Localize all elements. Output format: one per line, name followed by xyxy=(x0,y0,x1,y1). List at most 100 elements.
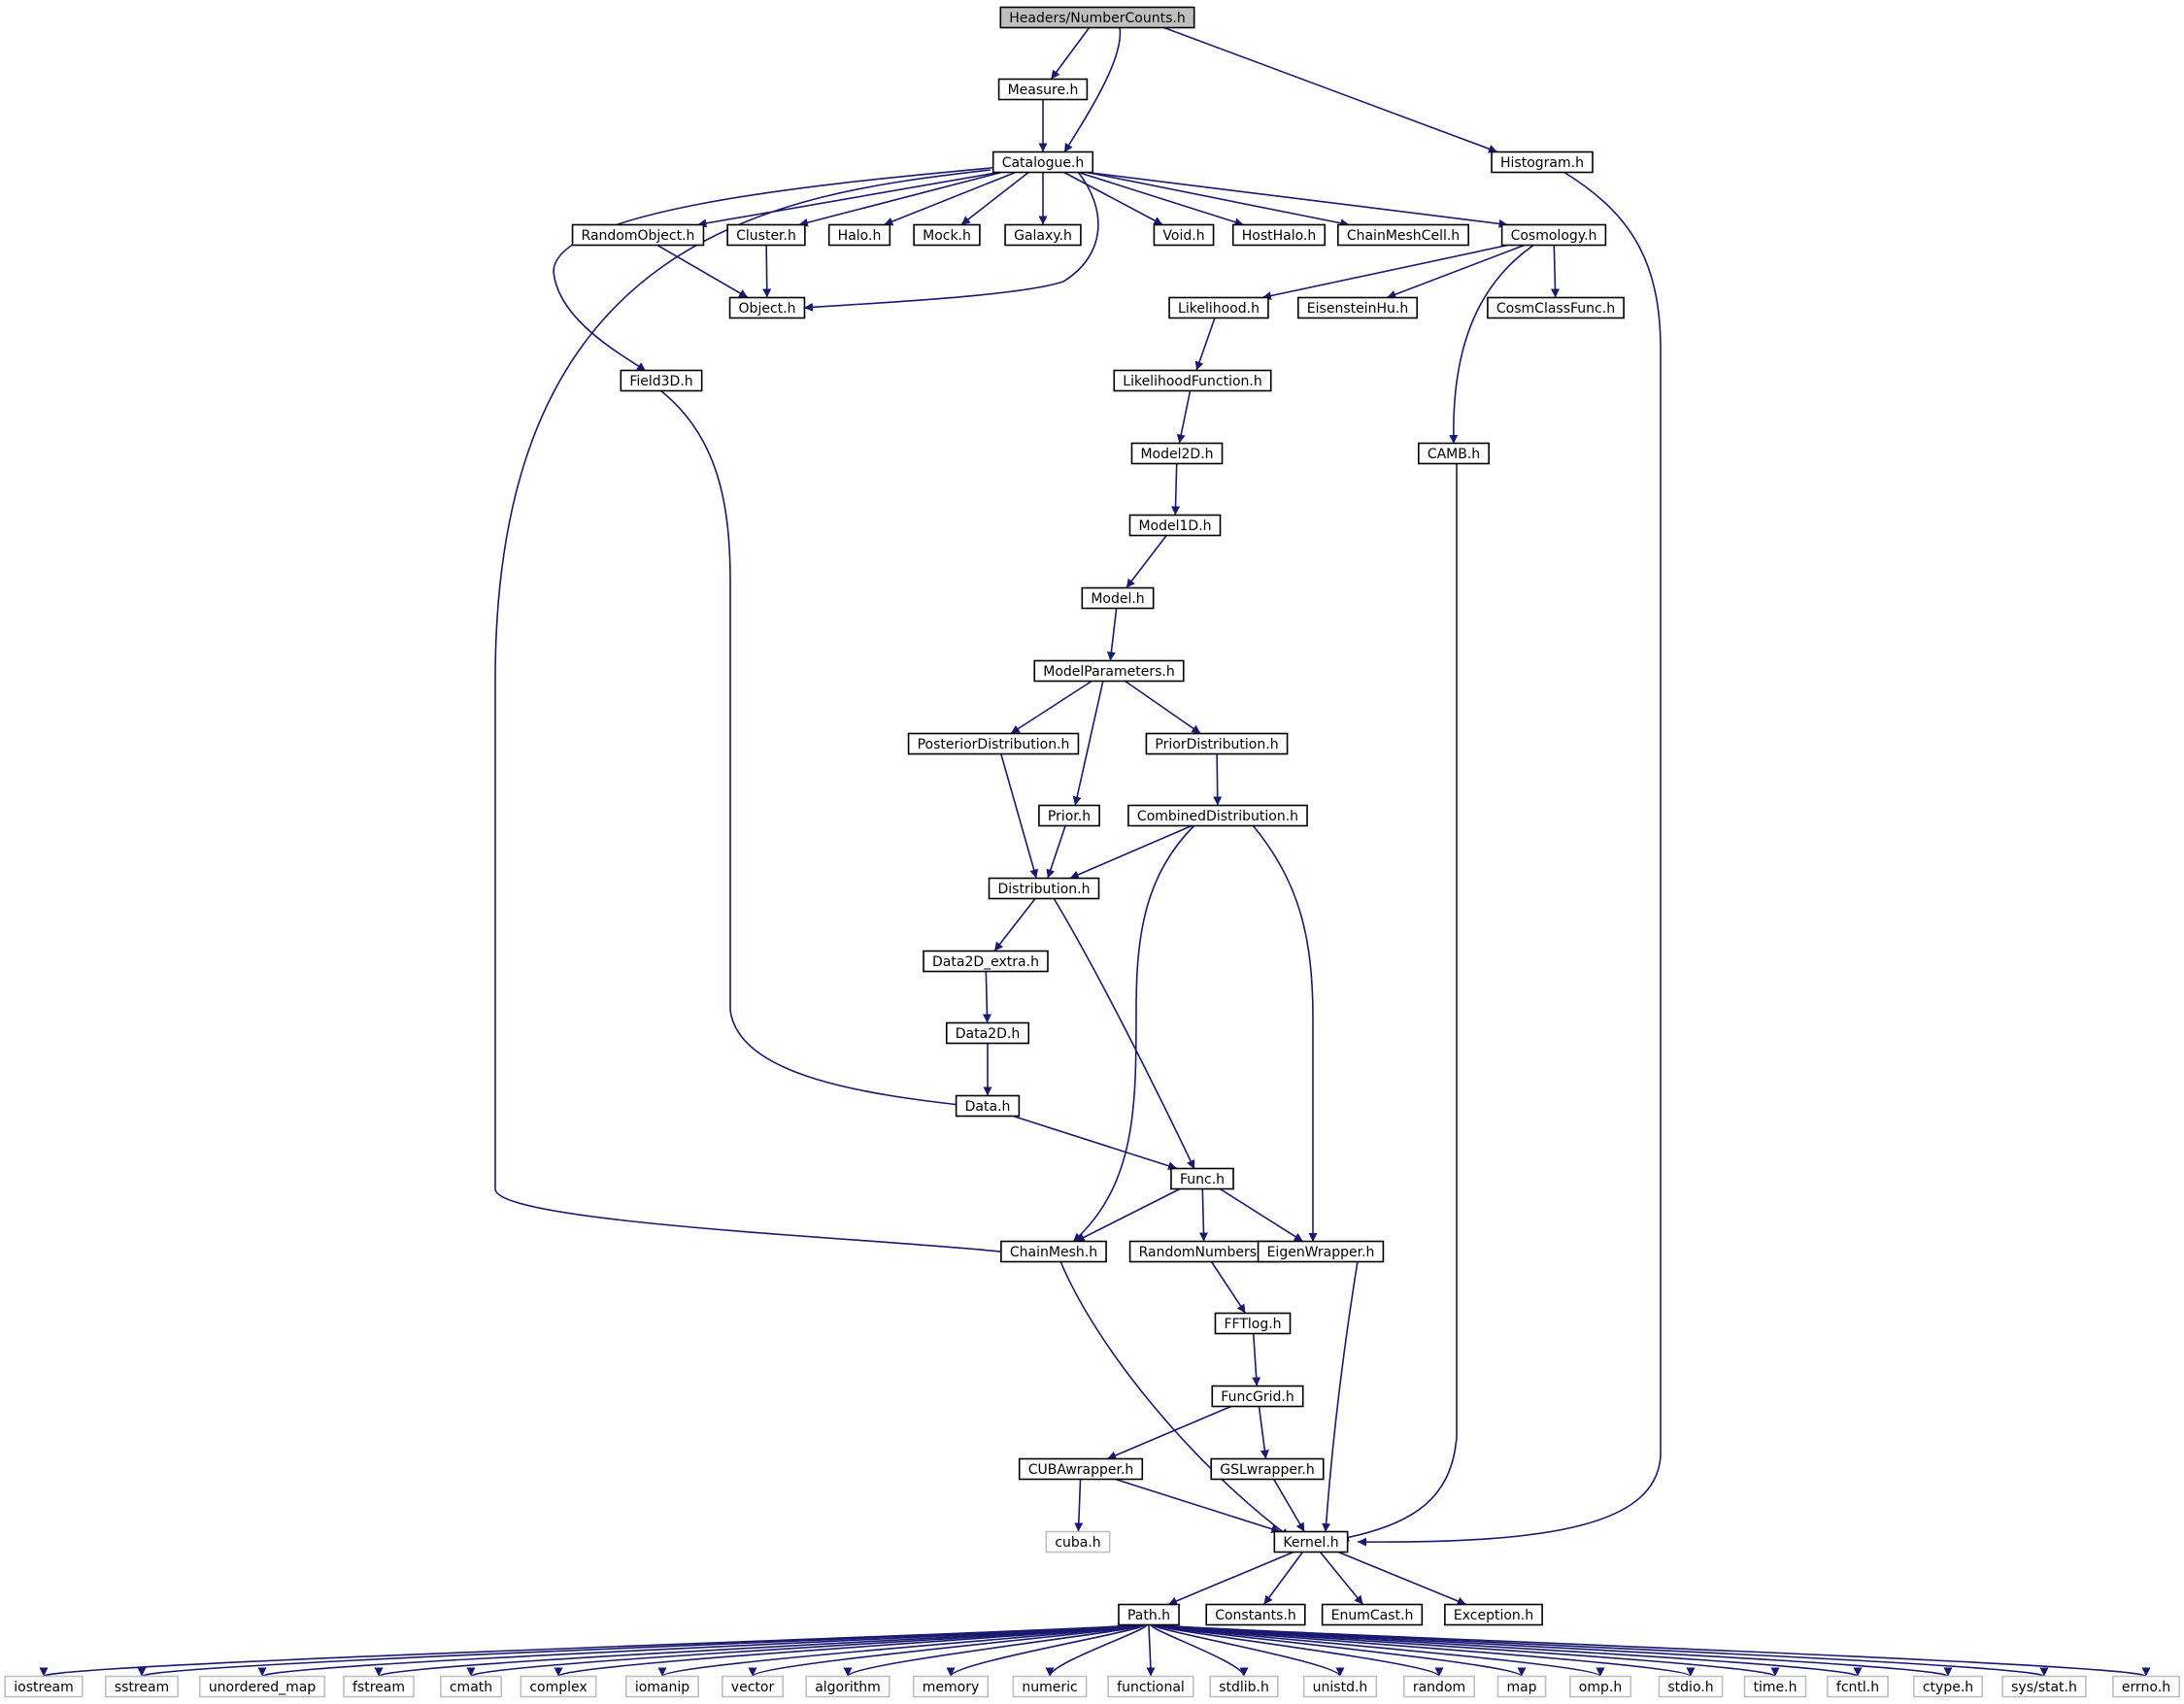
edge-cosmology-to-cosmclassfunc xyxy=(1550,245,1560,298)
node-complex[interactable]: complex xyxy=(520,1675,597,1698)
node-cosmclassfunc[interactable]: CosmClassFunc.h xyxy=(1487,296,1625,319)
node-label: cuba.h xyxy=(1055,1535,1100,1551)
node-functional[interactable]: functional xyxy=(1107,1675,1194,1698)
edge-kernel-to-constants xyxy=(1262,1552,1304,1605)
node-fstream[interactable]: fstream xyxy=(343,1675,415,1698)
node-model1d[interactable]: Model1D.h xyxy=(1128,514,1222,537)
node-funcgrid[interactable]: FuncGrid.h xyxy=(1211,1385,1304,1408)
node-label: Field3D.h xyxy=(629,374,692,389)
node-model2d[interactable]: Model2D.h xyxy=(1130,442,1224,465)
node-label: PriorDistribution.h xyxy=(1155,737,1278,752)
node-cuba[interactable]: cuba.h xyxy=(1045,1530,1111,1554)
node-box xyxy=(1273,1530,1349,1554)
node-eisensteinhu[interactable]: EisensteinHu.h xyxy=(1296,296,1419,319)
node-box xyxy=(1000,1240,1107,1263)
node-unordered-map[interactable]: unordered_map xyxy=(199,1675,325,1698)
node-fcntl[interactable]: fcntl.h xyxy=(1827,1675,1889,1698)
node-posteriordistribution[interactable]: PosteriorDistribution.h xyxy=(907,732,1080,755)
node-randomobject[interactable]: RandomObject.h xyxy=(571,223,705,247)
node-hosthalo[interactable]: HostHalo.h xyxy=(1231,223,1327,247)
node-histogram[interactable]: Histogram.h xyxy=(1491,150,1594,174)
node-path[interactable]: Path.h xyxy=(1118,1603,1180,1626)
node-iomanip[interactable]: iomanip xyxy=(625,1675,699,1698)
node-memory[interactable]: memory xyxy=(912,1675,990,1698)
node-cubawrapper[interactable]: CUBAwrapper.h xyxy=(1018,1457,1144,1481)
node-model[interactable]: Model.h xyxy=(1081,586,1155,610)
node-camb[interactable]: CAMB.h xyxy=(1418,442,1490,465)
node-eigenwrapper[interactable]: EigenWrapper.h xyxy=(1257,1240,1385,1263)
edges-layer xyxy=(40,26,2150,1678)
node-random[interactable]: random xyxy=(1403,1675,1475,1698)
node-func[interactable]: Func.h xyxy=(1170,1167,1234,1190)
node-data2d[interactable]: Data2D.h xyxy=(945,1021,1030,1045)
edge-root-to-catalogue xyxy=(1063,26,1122,153)
edge-modelparameters-to-prior xyxy=(1072,681,1104,806)
node-label: RandomNumbers.h xyxy=(1139,1245,1270,1260)
node-label: Model.h xyxy=(1091,591,1144,607)
node-map[interactable]: map xyxy=(1496,1675,1547,1698)
node-data[interactable]: Data.h xyxy=(955,1094,1021,1118)
node-kernel[interactable]: Kernel.h xyxy=(1273,1530,1349,1554)
node-cluster[interactable]: Cluster.h xyxy=(726,223,806,247)
node-cosmology[interactable]: Cosmology.h xyxy=(1500,223,1607,247)
node-unistd[interactable]: unistd.h xyxy=(1302,1675,1378,1698)
node-halo[interactable]: Halo.h xyxy=(827,223,891,247)
node-prior[interactable]: Prior.h xyxy=(1038,804,1100,827)
node-label: Mock.h xyxy=(923,228,971,244)
edge-model-to-modelparameters xyxy=(1106,608,1118,661)
node-label: numeric xyxy=(1022,1680,1077,1695)
node-sysstat[interactable]: sys/stat.h xyxy=(2001,1675,2087,1698)
node-data2d-extra[interactable]: Data2D_extra.h xyxy=(923,950,1049,973)
node-priordistribution[interactable]: PriorDistribution.h xyxy=(1145,732,1289,755)
node-object[interactable]: Object.h xyxy=(728,296,806,319)
node-fftlog[interactable]: FFTlog.h xyxy=(1214,1312,1292,1335)
node-likelihood[interactable]: Likelihood.h xyxy=(1168,296,1269,319)
node-box xyxy=(907,732,1080,755)
node-box xyxy=(1081,586,1155,610)
node-label: Void.h xyxy=(1162,228,1204,244)
node-constants[interactable]: Constants.h xyxy=(1205,1603,1306,1626)
node-stdlib[interactable]: stdlib.h xyxy=(1209,1675,1279,1698)
node-numeric[interactable]: numeric xyxy=(1012,1675,1088,1698)
node-box xyxy=(1658,1675,1724,1698)
node-gslwrapper[interactable]: GSLwrapper.h xyxy=(1210,1457,1325,1481)
node-galaxy[interactable]: Galaxy.h xyxy=(1004,223,1082,247)
node-cmath[interactable]: cmath xyxy=(440,1675,502,1698)
node-distribution[interactable]: Distribution.h xyxy=(988,877,1100,900)
node-errno[interactable]: errno.h xyxy=(2112,1675,2180,1698)
node-field3d[interactable]: Field3D.h xyxy=(620,369,703,392)
edge-catalogue-to-cluster xyxy=(798,171,1002,227)
node-likelihoodfunction[interactable]: LikelihoodFunction.h xyxy=(1113,369,1272,392)
node-label: iostream xyxy=(14,1680,74,1695)
node-chainmeshcell[interactable]: ChainMeshCell.h xyxy=(1337,223,1469,247)
node-stdio[interactable]: stdio.h xyxy=(1658,1675,1724,1698)
node-modelparameters[interactable]: ModelParameters.h xyxy=(1033,659,1185,683)
node-box xyxy=(1127,804,1308,827)
node-measure[interactable]: Measure.h xyxy=(997,78,1089,101)
node-exception[interactable]: Exception.h xyxy=(1444,1603,1543,1626)
node-ctype[interactable]: ctype.h xyxy=(1913,1675,1983,1698)
node-void[interactable]: Void.h xyxy=(1153,223,1215,247)
node-sstream[interactable]: sstream xyxy=(105,1675,179,1698)
node-chainmesh[interactable]: ChainMesh.h xyxy=(1000,1240,1107,1263)
node-root[interactable]: Headers/NumberCounts.h xyxy=(999,6,1195,29)
node-iostream[interactable]: iostream xyxy=(4,1675,84,1698)
node-omp[interactable]: omp.h xyxy=(1568,1675,1632,1698)
node-combineddistribution[interactable]: CombinedDistribution.h xyxy=(1127,804,1308,827)
node-label: sys/stat.h xyxy=(2011,1680,2077,1695)
node-mock[interactable]: Mock.h xyxy=(913,223,981,247)
edge-path-to-iomanip xyxy=(657,1623,1140,1678)
node-algorithm[interactable]: algorithm xyxy=(805,1675,890,1698)
node-randomnumbers[interactable]: RandomNumbers.h xyxy=(1128,1240,1280,1263)
node-box xyxy=(1170,1167,1234,1190)
node-label: sstream xyxy=(115,1680,169,1695)
node-catalogue[interactable]: Catalogue.h xyxy=(991,150,1094,174)
edge-catalogue-to-halo xyxy=(884,171,1016,226)
node-time[interactable]: time.h xyxy=(1743,1675,1807,1698)
node-vector[interactable]: vector xyxy=(721,1675,785,1698)
node-label: CUBAwrapper.h xyxy=(1028,1462,1134,1478)
node-label: Halo.h xyxy=(838,228,882,244)
node-label: Path.h xyxy=(1127,1608,1170,1623)
node-enumcast[interactable]: EnumCast.h xyxy=(1321,1603,1424,1626)
